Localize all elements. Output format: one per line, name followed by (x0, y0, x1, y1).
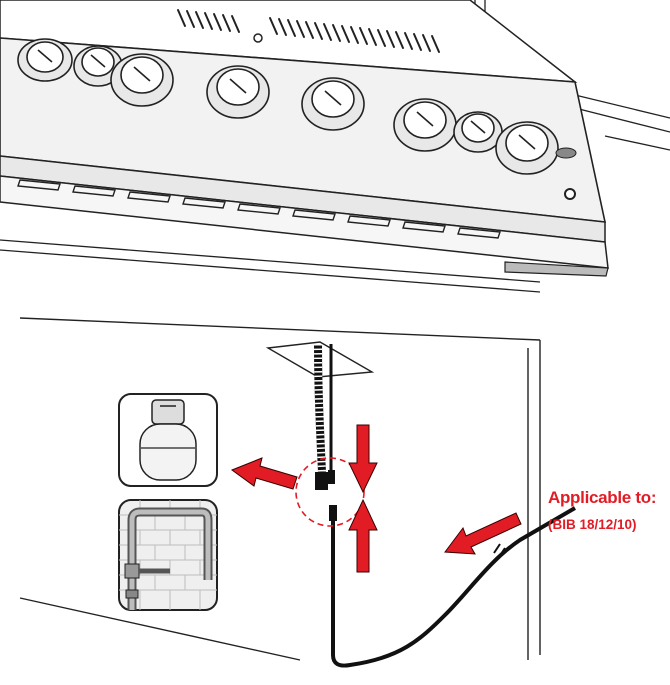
connection-highlight (295, 457, 365, 527)
knob (301, 77, 365, 131)
shutoff-valve (124, 563, 140, 579)
corrugated-hose-ribs (314, 343, 326, 473)
applicable-label: Applicable to: (548, 488, 657, 507)
cabinet-bottom-edge (19, 597, 301, 661)
cabinet-top-edge (19, 317, 541, 341)
drip-tray-slots (17, 179, 501, 239)
grill-illustration (0, 0, 670, 293)
hood-screw (253, 33, 263, 43)
grill-base-lip (504, 261, 609, 277)
knob (206, 65, 270, 119)
model-list-label: (BIB 18/12/10) (548, 517, 637, 532)
red-arrow-up-icon (348, 498, 378, 573)
cabinet-illustration (19, 317, 541, 661)
propane-tank-icon (118, 393, 218, 487)
knob (110, 53, 174, 107)
brand-logo-icon (555, 147, 577, 159)
red-arrow-left-icon (230, 457, 298, 490)
arrows (230, 424, 522, 573)
vent-slots (177, 9, 440, 53)
knob (495, 121, 559, 175)
knob (17, 38, 73, 82)
hose-clamp (493, 543, 506, 558)
ignition-button (564, 188, 576, 200)
wall-gas-supply-icon (118, 499, 218, 611)
hose-fitting (315, 472, 328, 490)
knob (73, 45, 123, 87)
supply-hose (331, 506, 577, 668)
gas-hoses (314, 343, 577, 668)
knob (453, 111, 503, 153)
knob (393, 98, 457, 152)
red-arrow-diagonal-icon (444, 512, 522, 555)
control-knobs (17, 38, 559, 175)
supply-fitting (329, 505, 337, 521)
smooth-hose-fitting (328, 470, 335, 484)
red-arrow-down-icon (348, 424, 378, 494)
